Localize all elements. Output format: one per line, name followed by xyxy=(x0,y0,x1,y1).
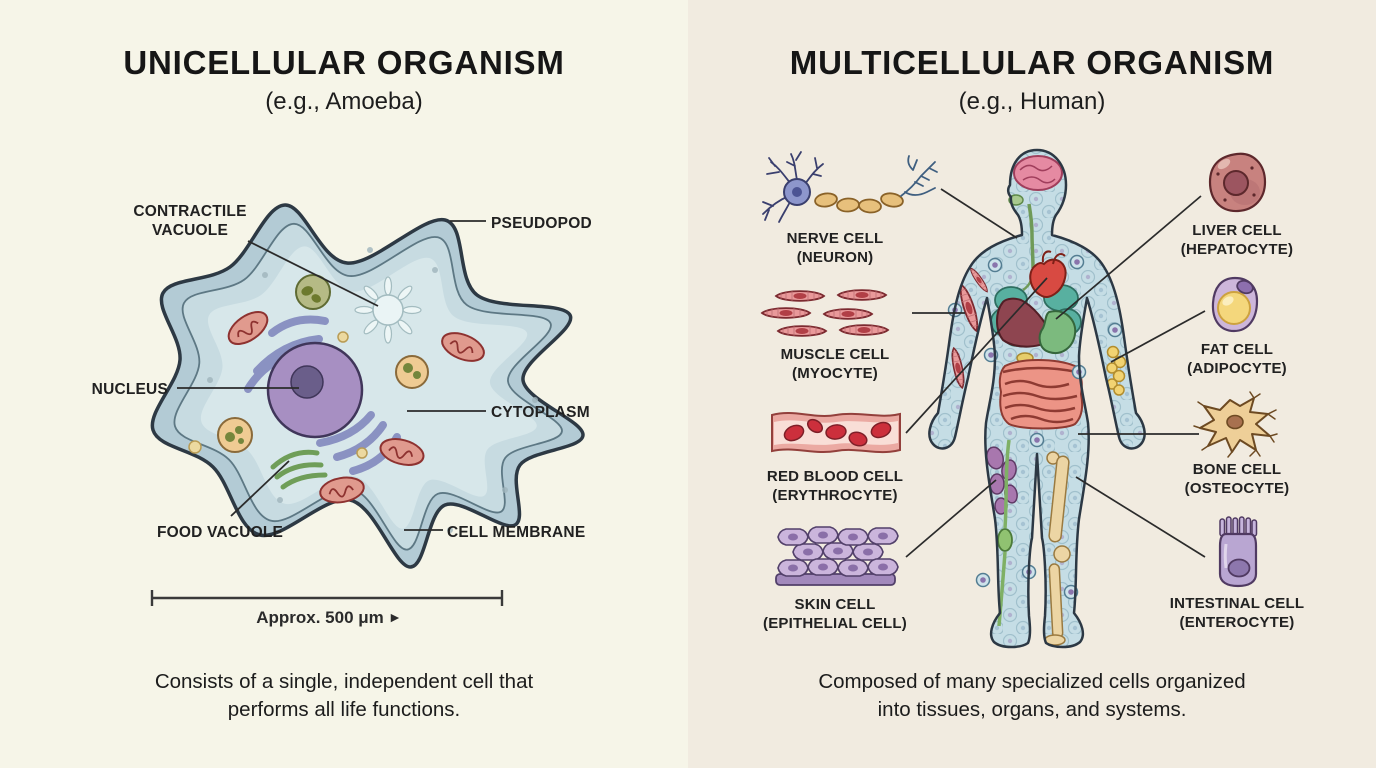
airway-green xyxy=(1008,194,1024,206)
left-caption: Consists of a single, independent cell t… xyxy=(0,668,688,724)
liver xyxy=(996,297,1055,348)
label-muscle-cell: MUSCLE CELL (MYOCYTE) xyxy=(781,345,890,383)
intestinal-cell-name: INTESTINAL CELL xyxy=(1169,595,1305,612)
amoeba-cell xyxy=(150,203,585,569)
scale-bar xyxy=(150,590,504,606)
label-bone-cell: BONE CELL (OSTEOCYTE) xyxy=(1185,460,1290,498)
mitochondria xyxy=(227,311,485,504)
nerve-cell-type: (NEURON) xyxy=(796,249,874,266)
intestinal-cell-icon xyxy=(1218,516,1258,588)
label-cytoplasm: CYTOPLASM xyxy=(491,404,590,421)
vacuole-olive xyxy=(295,274,331,310)
bone-cell-type: (OSTEOCYTE) xyxy=(1184,480,1290,497)
label-contractile-line2: VACUOLE xyxy=(151,222,229,239)
muscle-icon xyxy=(761,289,889,337)
brain xyxy=(1013,155,1063,191)
label-skin-cell: SKIN CELL (EPITHELIAL CELL) xyxy=(763,595,907,633)
label-red-blood-cell: RED BLOOD CELL (ERYTHROCYTE) xyxy=(767,467,903,505)
label-fat-cell: FAT CELL (ADIPOCYTE) xyxy=(1187,340,1287,378)
heart xyxy=(1029,250,1067,298)
golgi-green xyxy=(270,449,328,490)
bone-cell-icon xyxy=(1193,391,1278,458)
spinal-nerve-green xyxy=(1022,203,1048,292)
left-subtitle: (e.g., Amoeba) xyxy=(265,88,423,115)
scattered-cells xyxy=(947,254,1123,600)
liver-cell-type: (HEPATOCYTE) xyxy=(1180,241,1294,258)
bone-cell-name: BONE CELL xyxy=(1192,461,1282,478)
contractile-vacuole-organelle xyxy=(354,276,422,344)
scale-bar-text: Approx. 500 μm xyxy=(256,608,384,627)
skin-cell-icon xyxy=(775,526,899,586)
label-nerve-cell: NERVE CELL (NEURON) xyxy=(787,229,884,267)
leg-bones xyxy=(1044,451,1071,646)
left-caption-line2: performs all life functions. xyxy=(227,698,461,721)
thigh-cells xyxy=(986,446,1018,515)
scale-bar-arrow-icon: ► xyxy=(388,609,402,625)
amoeba-connector-lines xyxy=(177,220,486,531)
arm-muscles xyxy=(948,265,991,390)
neuron-icon xyxy=(762,151,938,223)
stomach xyxy=(1038,310,1077,354)
label-food-vacuole: FOOD VACUOLE xyxy=(156,524,284,541)
label-intestinal-cell: INTESTINAL CELL (ENTEROCYTE) xyxy=(1170,594,1304,632)
liver-cell-name: LIVER CELL xyxy=(1192,222,1282,239)
right-title: MULTICELLULAR ORGANISM xyxy=(789,44,1275,81)
fat-cell-type: (ADIPOCYTE) xyxy=(1187,360,1287,377)
red-blood-cell-name: RED BLOOD CELL xyxy=(766,468,904,485)
unicellular-panel: UNICELLULAR ORGANISM (e.g., Amoeba) CONT… xyxy=(0,0,688,768)
forearm-fat xyxy=(1106,345,1127,396)
endoplasmic-reticulum xyxy=(244,315,401,475)
label-nucleus: NUCLEUS xyxy=(91,381,168,398)
right-subtitle: (e.g., Human) xyxy=(958,88,1106,115)
human-body xyxy=(928,148,1146,649)
left-title: UNICELLULAR ORGANISM xyxy=(123,44,565,81)
right-caption-line2: into tissues, organs, and systems. xyxy=(877,698,1187,721)
pancreas xyxy=(1016,352,1034,364)
right-caption: Composed of many specialized cells organ… xyxy=(688,668,1376,724)
multicellular-panel: MULTICELLULAR ORGANISM (e.g., Human) NER… xyxy=(688,0,1376,768)
body-connector-lines xyxy=(905,188,1206,558)
red-blood-cell-icon xyxy=(771,412,901,454)
right-caption-line1: Composed of many specialized cells organ… xyxy=(818,670,1246,693)
nerve-cell-name: NERVE CELL xyxy=(786,230,884,247)
intestinal-cell-type: (ENTEROCYTE) xyxy=(1179,614,1295,631)
liver-cell-icon xyxy=(1208,152,1267,213)
label-cell-membrane: CELL MEMBRANE xyxy=(447,524,586,541)
label-pseudopod: PSEUDOPOD xyxy=(491,215,592,232)
label-contractile-vacuole: CONTRACTILE VACUOLE xyxy=(133,202,246,240)
skin-cell-name: SKIN CELL xyxy=(794,596,876,613)
muscle-cell-name: MUSCLE CELL xyxy=(780,346,890,363)
muscle-cell-type: (MYOCYTE) xyxy=(792,365,878,382)
fat-cell-icon xyxy=(1211,276,1259,333)
intestines xyxy=(998,359,1084,430)
label-liver-cell: LIVER CELL (HEPATOCYTE) xyxy=(1181,221,1293,259)
fat-cell-name: FAT CELL xyxy=(1200,341,1274,358)
left-caption-line1: Consists of a single, independent cell t… xyxy=(154,670,534,693)
food-vacuoles xyxy=(188,331,429,459)
lungs xyxy=(990,284,1082,350)
leg-nerve xyxy=(997,439,1013,627)
red-blood-cell-type: (ERYTHROCYTE) xyxy=(772,487,898,504)
cytoplasm-speckles xyxy=(207,247,538,533)
skin-cell-type: (EPITHELIAL CELL) xyxy=(763,615,907,632)
label-contractile-line1: CONTRACTILE xyxy=(133,203,247,220)
nucleus-organelle xyxy=(266,341,364,439)
